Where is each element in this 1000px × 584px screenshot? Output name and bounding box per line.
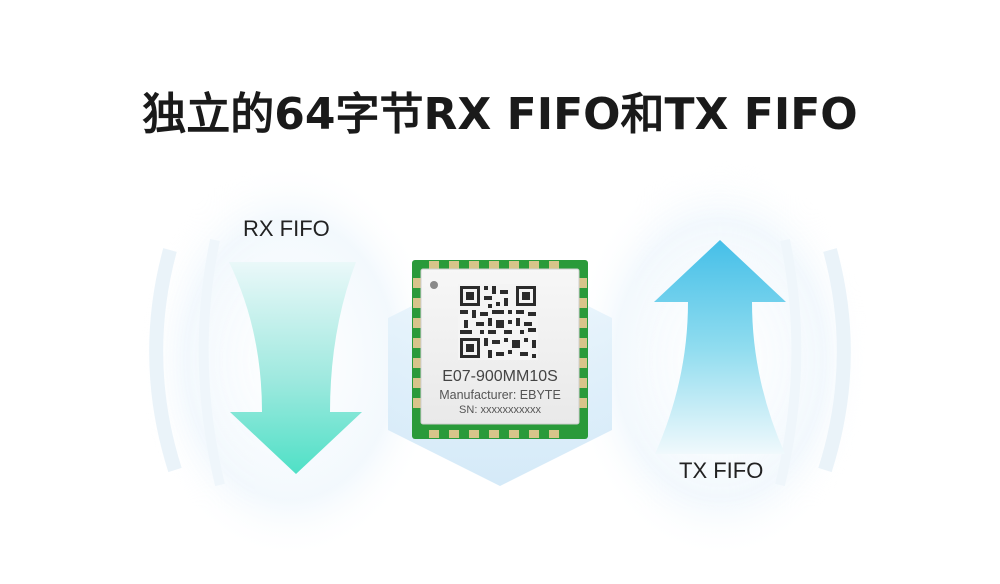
chip-manufacturer-text: Manufacturer: EBYTE [439,388,561,402]
chip-model-text: E07-900MM10S [442,368,558,385]
chip-serial-text: SN: xxxxxxxxxxx [459,404,541,416]
page-title: 独立的64字节RX FIFO和TX FIFO [142,89,858,140]
rx-fifo-label: RX FIFO [243,216,330,241]
pin1-marker [430,281,438,289]
qr-code [458,284,538,360]
tx-arrow-up-icon [654,240,786,454]
rx-arrow-down-icon [229,262,362,474]
tx-fifo-label: TX FIFO [679,458,764,483]
rf-module-chip [412,260,588,439]
